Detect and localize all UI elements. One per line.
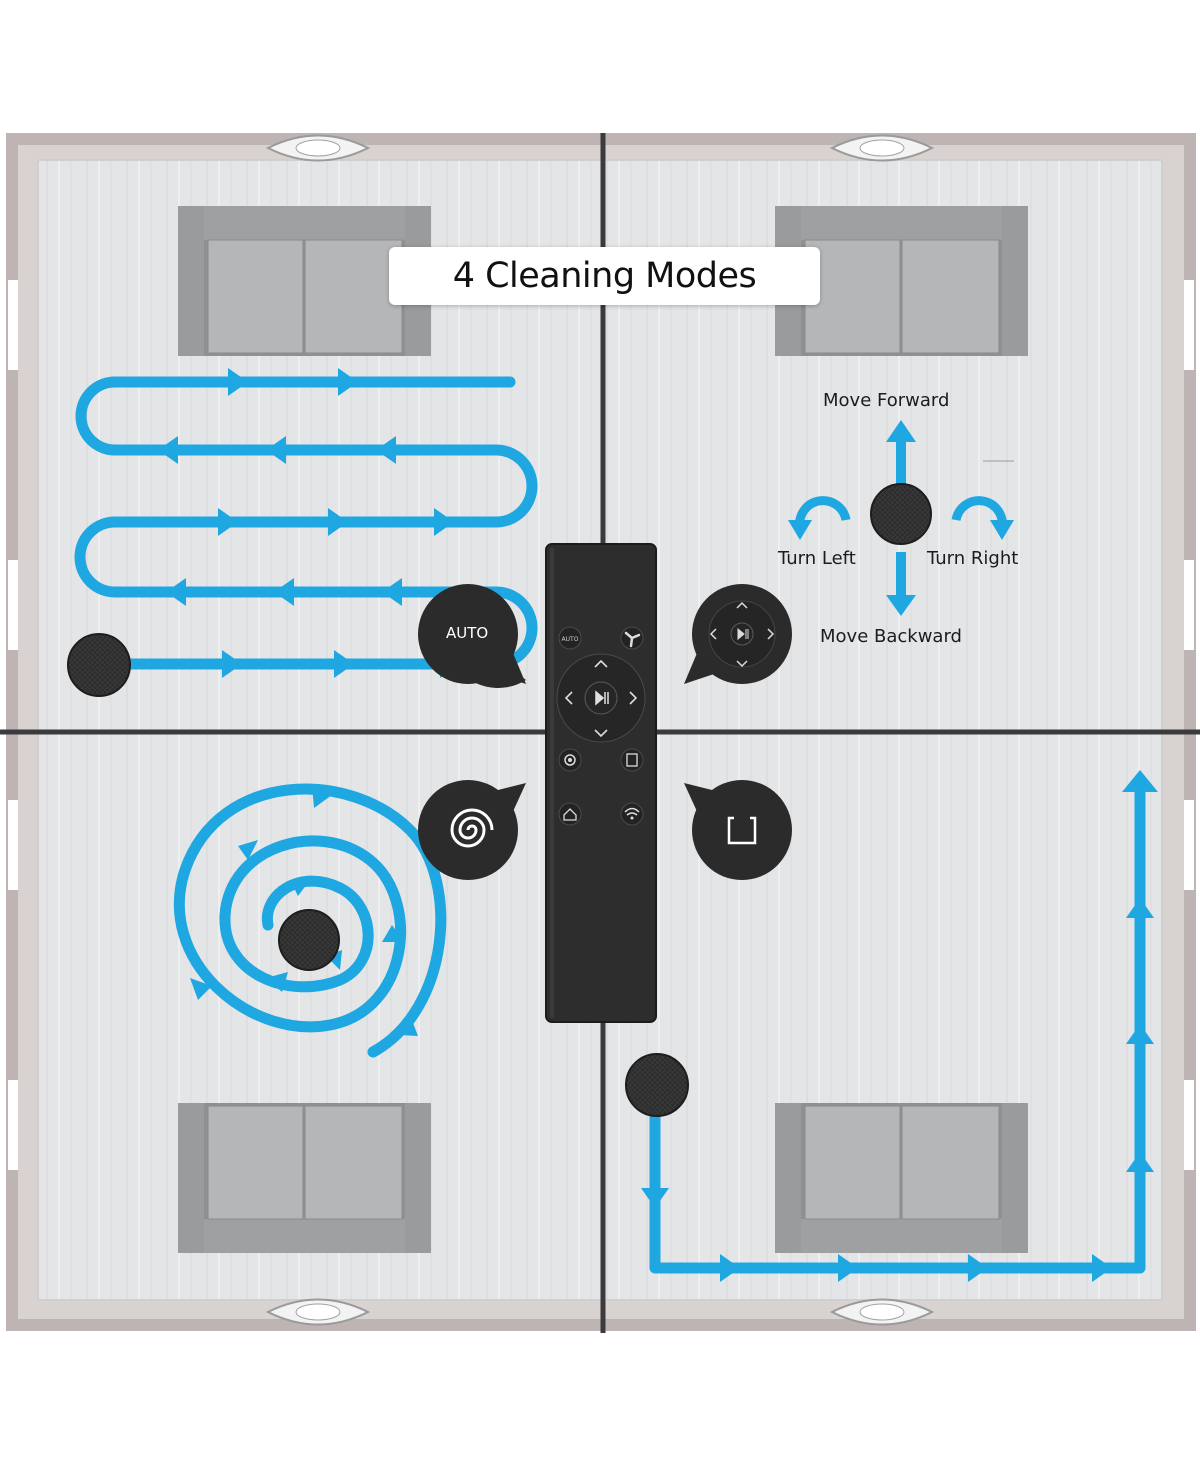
edge-icon: [727, 816, 757, 845]
remote-auto-key[interactable]: AUTO: [562, 636, 579, 643]
wall-lamp: [265, 1298, 371, 1326]
edge-callout: [684, 780, 792, 880]
spiral-icon: [450, 808, 494, 848]
chevron-down-icon[interactable]: [594, 729, 608, 738]
fan-icon[interactable]: [620, 626, 644, 650]
home-icon[interactable]: [558, 802, 582, 826]
move-forward-label: Move Forward: [823, 390, 950, 411]
chevron-up-icon[interactable]: [594, 659, 608, 668]
turn-right-label: Turn Right: [927, 548, 1019, 569]
sofa: [775, 206, 1028, 356]
manual-callout: [684, 584, 792, 684]
zigzag-path: [74, 376, 538, 670]
sofa: [775, 1103, 1028, 1253]
robot-vacuum: [278, 909, 340, 971]
page-title: 4 Cleaning Modes: [452, 256, 757, 296]
spiral-icon[interactable]: [558, 748, 582, 772]
title-banner: 4 Cleaning Modes: [389, 247, 820, 305]
wall-lamp: [829, 134, 935, 162]
spiral-callout: [418, 780, 526, 880]
auto-callout: [418, 584, 526, 688]
remote-control: AUTO: [545, 543, 657, 1023]
auto-mode-label: AUTO: [446, 624, 489, 642]
wall-lamp: [265, 134, 371, 162]
backward-arrow-icon: [886, 552, 916, 616]
turn-left-label: Turn Left: [778, 548, 856, 569]
robot-vacuum: [870, 483, 932, 545]
wall-lamp: [829, 1298, 935, 1326]
edge-icon[interactable]: [620, 748, 644, 772]
chevron-right-icon[interactable]: [629, 691, 638, 705]
turn-right-arrow-icon: [951, 496, 1007, 529]
wifi-icon[interactable]: [620, 802, 644, 826]
sofa: [178, 1103, 431, 1253]
spiral-path: [173, 783, 447, 1058]
edge-arrows: [641, 770, 1158, 1282]
forward-arrow-icon: [886, 420, 916, 484]
sofa: [178, 206, 431, 356]
turn-left-arrow-icon: [795, 496, 851, 529]
robot-vacuum: [67, 633, 131, 697]
move-backward-label: Move Backward: [820, 626, 962, 647]
chevron-left-icon[interactable]: [564, 691, 573, 705]
robot-vacuum: [625, 1053, 689, 1117]
